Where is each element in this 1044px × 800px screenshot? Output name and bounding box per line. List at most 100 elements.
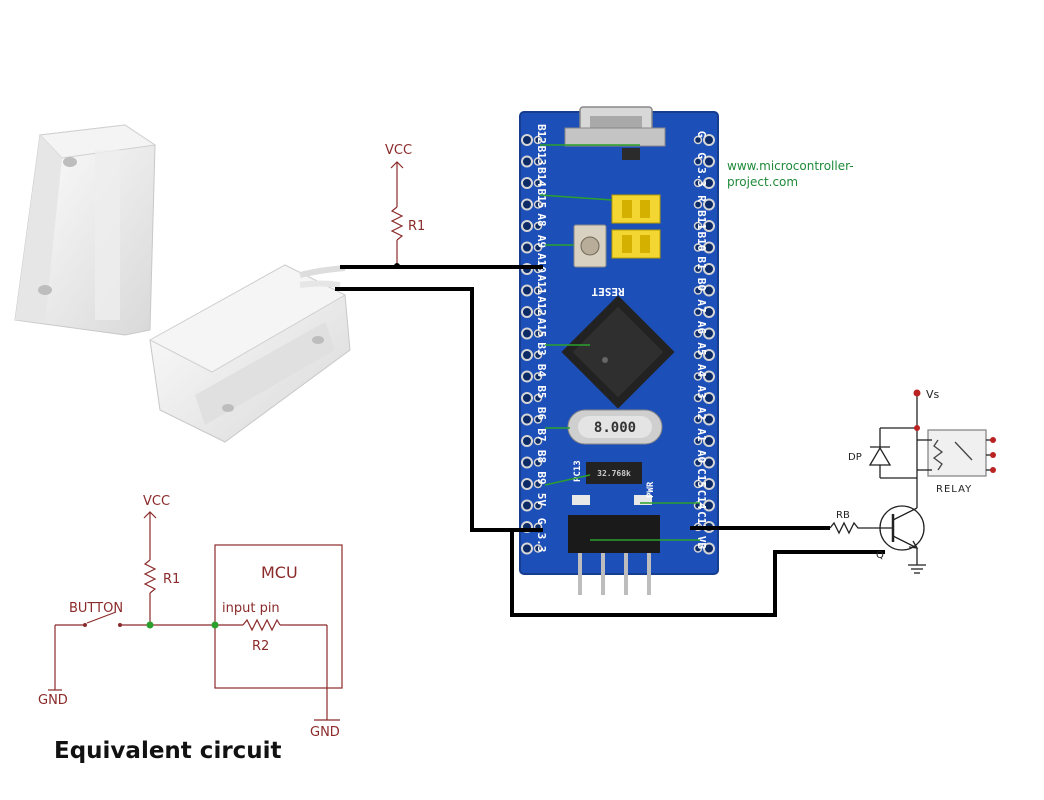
pin-hole [693,415,703,424]
pin-hole [703,134,715,146]
right-pin-label: A0 [695,450,708,463]
left-pin-label: B8 [535,450,548,463]
pin-hole [693,393,703,403]
eq-node-1 [146,621,154,629]
left-pin-label: A8 [535,213,548,226]
right-pin-label: A4 [695,364,708,378]
pin-hole [533,501,543,510]
pin-hole [521,456,533,469]
pin-hole [533,178,543,188]
pin-hole [533,221,543,231]
pin-hole [703,392,715,404]
pin-hole [533,415,543,424]
pin-hole [693,286,703,295]
pin-hole [703,263,715,275]
pin-hole [703,456,715,469]
pin-hole [521,306,533,318]
pin-hole [521,542,533,555]
pin-hole [703,349,715,361]
pin-hole [693,372,703,381]
pin-hole [703,306,715,318]
reed-sensor-block [148,264,351,443]
pin-hole [533,307,543,317]
pin-hole [521,220,533,232]
left-pin-labels: B12B13B14B15A8A9A10A11A12A15B3B4B5B6B7B8… [535,124,548,552]
left-pin-label: A12 [535,296,548,316]
leader-lines [539,144,700,541]
pin-hole [693,264,703,274]
relay-vs-label: Vs [926,388,940,401]
crystal-label: 8.000 [594,420,636,436]
pin-hole [521,284,533,297]
pin-hole [533,157,543,166]
pin-hole [521,478,533,490]
right-pin-label: A7 [695,299,708,312]
right-pin-label: B11 [695,210,708,230]
pin-hole [533,393,543,403]
pin-hole [533,479,543,489]
relay-driver-schematic [829,393,993,574]
pin-hole [533,372,543,381]
right-pin-label: B0 [695,278,708,291]
pin-hole [703,198,715,211]
eq-r2-label: R2 [252,639,269,654]
pin-hole [521,349,533,361]
left-pin-label: G [535,518,548,525]
pin-hole [693,221,703,231]
left-pin-label: 5V [535,493,548,507]
pin-hole [521,499,533,512]
pwr-led [634,495,652,505]
left-pin-label: A11 [535,275,548,295]
pin-hole [703,177,715,189]
relay-dp-label: DP [848,452,862,463]
pin-hole [533,544,543,553]
eq-button-contact-right [118,623,122,627]
eq-input-pin-label: input pin [222,601,280,616]
eq-vcc-label: VCC [143,494,170,509]
stm32-board: RESET 8.000 32.768k PC13 PWR B [519,106,719,595]
right-pin-label: A5 [695,342,708,355]
right-pin-label: C14 [695,490,708,510]
pin-hole [693,350,703,360]
left-pin-label: B3 [535,342,548,355]
left-pin-label: B15 [535,189,548,209]
crystal-8mhz [567,409,663,445]
left-pin-label: B14 [535,167,548,187]
left-pin-label: B4 [535,364,548,378]
relay-rb-label: RB [836,510,850,521]
right-pin-label: VB [695,536,708,550]
pin-hole [521,177,533,189]
reed-pullup-schematic [390,161,404,266]
eq-gnd-left-label: GND [38,693,68,708]
header-pin-holes [521,134,715,555]
equivalent-circuit-schematic [48,511,343,721]
pin-hole [521,134,533,146]
pin-hole [533,243,543,252]
pin-hole [703,478,715,490]
pc13-label: PC13 [573,460,583,482]
left-pin-label: 3.3 [535,533,548,553]
caption: Equivalent circuit [54,738,282,764]
pin-hole [533,350,543,360]
pin-hole [521,241,533,254]
pin-hole [533,286,543,295]
watermark-line1: www.microcontroller- [727,159,854,173]
pin-hole [693,458,703,467]
relay-node-dot [914,425,920,431]
right-pin-label: B10 [695,232,708,252]
pin-hole [533,200,543,209]
right-pin-label: A2 [695,407,708,420]
left-pin-label: B9 [535,471,548,484]
pin-hole [703,413,715,426]
pin-hole [703,220,715,232]
reed-pullup-node [394,263,400,269]
pin-hole [703,542,715,555]
rtc-crystal-label: 32.768k [597,469,631,478]
pin-hole [693,307,703,317]
pin-hole [693,243,703,252]
rtc-crystal [586,462,642,484]
pin-hole [703,435,715,447]
eq-mcu-label: MCU [261,563,298,582]
pin-hole [693,544,703,553]
